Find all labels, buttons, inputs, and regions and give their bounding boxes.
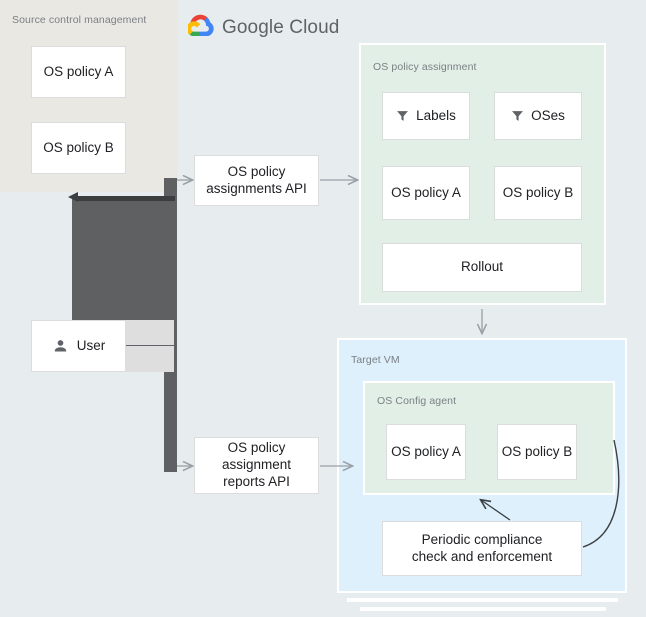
google-cloud-wordmark: Google Cloud (222, 17, 339, 39)
labels-filter-box[interactable]: Labels (382, 92, 470, 140)
agent-os-policy-a-label: OS policy A (391, 443, 461, 459)
target-vm-stack-line-2 (360, 607, 606, 611)
oses-filter-label: OSes (531, 107, 565, 123)
periodic-line-1: Periodic compliance (421, 531, 543, 547)
filter-icon (396, 109, 416, 123)
scm-os-policy-a-box[interactable]: OS policy A (31, 46, 126, 98)
user-label: User (76, 337, 106, 353)
periodic-compliance-label: Periodic compliance check and enforcemen… (412, 532, 552, 566)
rollout-label: Rollout (460, 259, 504, 275)
reports-api-line-3: reports API (223, 473, 290, 489)
scm-os-policy-b-box[interactable]: OS policy B (31, 122, 126, 174)
assignment-os-policy-b-label: OS policy B (502, 184, 574, 200)
google-cloud-logo: Google Cloud (186, 14, 339, 41)
user-node-shadow-divider (124, 345, 174, 346)
agent-os-policy-a-box[interactable]: OS policy A (386, 424, 466, 480)
google-cloud-logo-icon (186, 14, 214, 41)
rollout-box[interactable]: Rollout (382, 243, 582, 292)
assignment-os-policy-a-label: OS policy A (391, 184, 461, 200)
scm-os-policy-b-label: OS policy B (43, 139, 114, 155)
user-node-shadow (124, 320, 174, 372)
agent-os-policy-b-label: OS policy B (501, 443, 573, 459)
reports-api-line-1: OS policy (227, 440, 286, 456)
target-vm-stack-line-1 (347, 598, 618, 602)
wordmark-google: Google (222, 16, 284, 38)
labels-filter-label: Labels (416, 107, 456, 123)
oses-filter-box[interactable]: OSes (494, 92, 582, 140)
source-flow-block (72, 199, 175, 335)
periodic-compliance-box[interactable]: Periodic compliance check and enforcemen… (382, 521, 582, 576)
os-policy-assignment-reports-api-label: OS policy assignment reports API (222, 440, 291, 491)
assignments-api-line-1: OS policy (227, 163, 286, 179)
wordmark-cloud: Cloud (289, 16, 340, 38)
target-vm-label: Target VM (351, 354, 400, 366)
source-control-management-label: Source control management (12, 14, 147, 26)
assignments-api-line-2: assignments API (206, 180, 307, 196)
person-icon (52, 338, 69, 355)
os-policy-assignment-label: OS policy assignment (373, 61, 477, 73)
periodic-line-2: check and enforcement (411, 548, 553, 564)
os-policy-assignment-reports-api-box[interactable]: OS policy assignment reports API (194, 437, 319, 494)
reports-api-line-2: assignment (221, 457, 292, 473)
source-flow-arrow-to-scm-icon (68, 192, 78, 202)
assignment-os-policy-a-box[interactable]: OS policy A (382, 166, 470, 220)
user-box[interactable]: User (31, 320, 126, 372)
agent-os-policy-b-box[interactable]: OS policy B (497, 424, 577, 480)
os-config-agent-label: OS Config agent (377, 395, 457, 407)
assignment-os-policy-b-box[interactable]: OS policy B (494, 166, 582, 220)
scm-os-policy-a-label: OS policy A (43, 63, 114, 79)
os-policy-assignments-api-box[interactable]: OS policy assignments API (194, 155, 319, 206)
filter-icon (511, 109, 531, 123)
source-flow-top-edge (77, 196, 175, 201)
os-policy-assignments-api-label: OS policy assignments API (206, 164, 307, 198)
